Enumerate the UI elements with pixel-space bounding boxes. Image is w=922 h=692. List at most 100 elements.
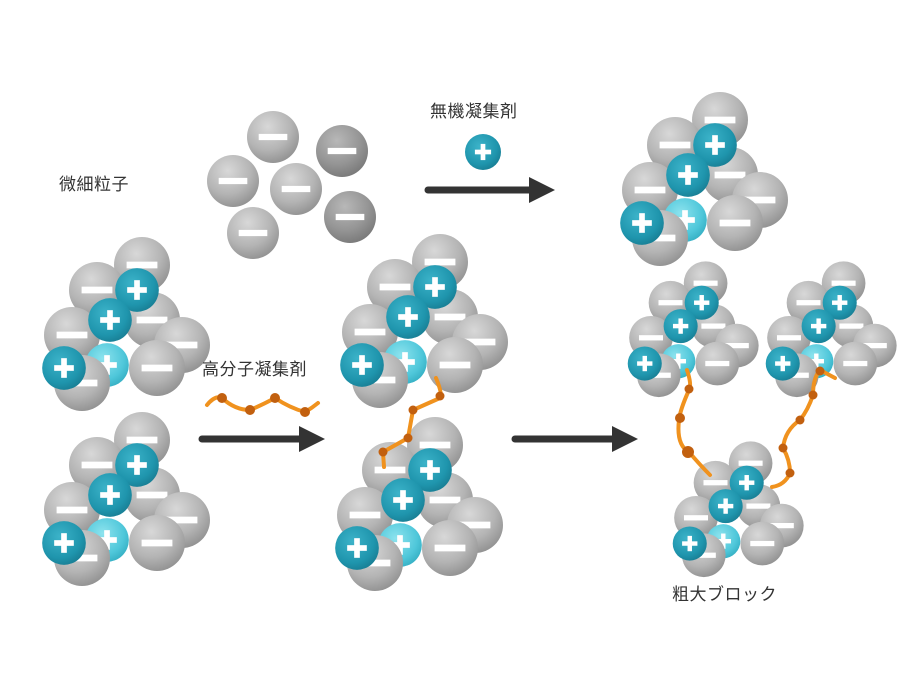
- positive-particle: [708, 489, 743, 524]
- positive-particle: [663, 309, 698, 344]
- minus-icon: [434, 313, 466, 321]
- plus-icon-v: [814, 353, 819, 369]
- minus-icon: [136, 491, 168, 499]
- minus-icon: [831, 280, 856, 286]
- positive-particle: [620, 201, 664, 245]
- fine-particles-group: [207, 111, 376, 259]
- minus-icon: [66, 379, 98, 387]
- plus-icon-v: [405, 307, 411, 327]
- polymer-node: [300, 407, 310, 417]
- plus-icon-v: [685, 165, 691, 185]
- plus-icon-v: [61, 533, 67, 553]
- minus-icon: [258, 133, 288, 141]
- plus-icon-v: [107, 485, 113, 505]
- plus-icon-v: [816, 318, 821, 334]
- polymer-node: [675, 413, 685, 423]
- minus-icon: [862, 342, 887, 349]
- minus-icon: [634, 186, 666, 194]
- minus-icon: [349, 511, 381, 519]
- minus-icon: [683, 515, 709, 521]
- plus-icon-v: [699, 295, 704, 311]
- plus-icon-v: [134, 280, 140, 300]
- polymer-node: [795, 415, 805, 425]
- polymer-node: [684, 384, 694, 394]
- minus-icon: [359, 559, 391, 567]
- positive-particle: [666, 153, 710, 197]
- minus-icon: [719, 219, 751, 227]
- polymer-node: [682, 446, 694, 458]
- floc-final-right: [765, 261, 897, 398]
- minus-icon: [704, 116, 736, 124]
- minus-icon: [659, 141, 691, 149]
- positive-particle: [801, 309, 836, 344]
- positive-particle: [693, 123, 737, 167]
- positive-particle: [88, 298, 132, 342]
- label-polymer-coagulant: 高分子凝集剤: [202, 360, 307, 380]
- minus-icon: [166, 516, 198, 524]
- minus-icon: [166, 341, 198, 349]
- positive-particle: [42, 346, 86, 390]
- positive-particle: [88, 473, 132, 517]
- minus-icon: [136, 316, 168, 324]
- polymer-chain: [675, 368, 712, 477]
- minus-icon: [419, 441, 451, 449]
- minus-icon: [839, 323, 864, 329]
- floc-left-bottom: [42, 412, 210, 586]
- minus-icon: [126, 436, 158, 444]
- negative-particle: [324, 191, 376, 243]
- plus-icon-v: [687, 535, 692, 552]
- positive-particle: [684, 285, 719, 320]
- process-arrow: [198, 426, 325, 452]
- plus-icon-v: [723, 498, 728, 514]
- minus-icon: [658, 300, 683, 306]
- floc-middle-bottom: [335, 417, 503, 591]
- polymer-node: [408, 405, 418, 415]
- floc-left-top: [42, 237, 210, 411]
- polymer-node: [778, 443, 788, 453]
- positive-particle: [413, 265, 457, 309]
- plus-icon-v: [61, 358, 67, 378]
- polymer-node: [435, 391, 445, 401]
- label-coarse-block: 粗大ブロック: [672, 585, 777, 605]
- plus-icon-v: [712, 135, 718, 155]
- floc-inorganic: [620, 92, 788, 266]
- minus-icon: [379, 283, 411, 291]
- plus-icon-v: [359, 355, 365, 375]
- positive-particle: [465, 134, 501, 170]
- plus-icon-v: [639, 213, 645, 233]
- positive-particle: [340, 343, 384, 387]
- positive-particle: [408, 448, 452, 492]
- minus-icon: [744, 196, 776, 204]
- polymer-node: [245, 405, 255, 415]
- minus-icon: [646, 372, 671, 378]
- plus-icon-v: [480, 143, 486, 161]
- minus-icon: [705, 360, 730, 367]
- minus-icon: [714, 171, 746, 179]
- negative-particle: [422, 520, 478, 576]
- minus-icon: [750, 540, 775, 547]
- minus-icon: [776, 335, 802, 341]
- negative-particle: [270, 163, 322, 215]
- plus-icon-v: [354, 538, 360, 558]
- polymer-node: [378, 447, 388, 457]
- floc-middle-top: [340, 234, 508, 408]
- plus-icon-v: [682, 210, 688, 230]
- minus-icon: [703, 480, 728, 486]
- minus-icon: [439, 361, 471, 369]
- polymer-chain: [205, 393, 320, 417]
- plus-icon-v: [678, 318, 683, 334]
- positive-particle: [672, 526, 707, 561]
- minus-icon: [141, 539, 173, 547]
- plus-icon-v: [427, 460, 433, 480]
- minus-icon: [66, 554, 98, 562]
- minus-icon: [126, 261, 158, 269]
- positive-particle: [627, 346, 662, 381]
- minus-icon: [238, 229, 268, 237]
- minus-icon: [784, 372, 809, 378]
- floc-final-left: [627, 261, 759, 398]
- polymer-node: [808, 390, 818, 400]
- minus-icon: [638, 335, 664, 341]
- plus-icon-v: [721, 533, 726, 549]
- plus-icon-v: [642, 355, 647, 372]
